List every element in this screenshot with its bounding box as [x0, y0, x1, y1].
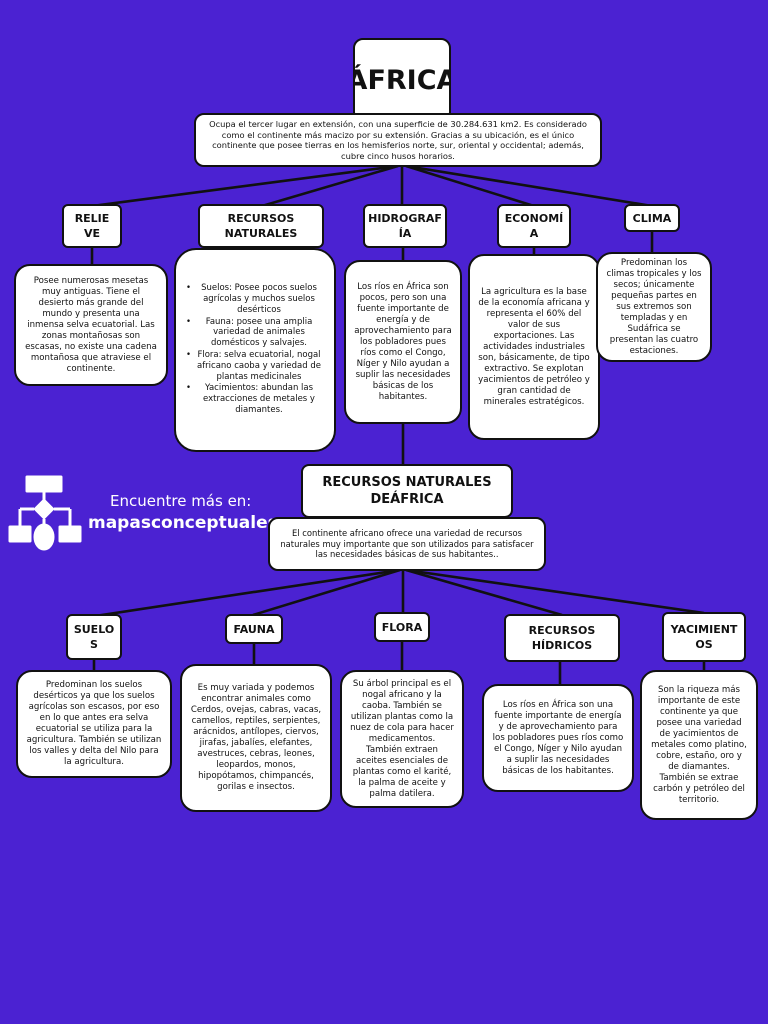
brand-link[interactable]: mapasconceptuales.xyz	[88, 513, 317, 533]
text-recursos-hidricos: Los ríos en África son una fuente import…	[482, 684, 634, 792]
text-relieve: Posee numerosas mesetas muy antiguas. Ti…	[14, 264, 168, 386]
recurso-suelos: Suelos: Posee pocos suelos agrícolas y m…	[186, 283, 324, 315]
recurso-fauna: Fauna: posee una amplia variedad de anim…	[186, 317, 324, 349]
header-flora: FLORA	[374, 612, 430, 642]
second-intro-text: El continente africano ofrece una varied…	[268, 517, 546, 571]
title-line-1: ÁFRIC	[353, 64, 437, 96]
header-clima: CLIMA	[624, 204, 680, 232]
subtitle-recursos-africa: RECURSOS NATURALES DEÁFRICA	[301, 464, 513, 518]
intro-text: Ocupa el tercer lugar en extensión, con …	[194, 113, 602, 167]
recurso-flora: Flora: selva ecuatorial, nogal africano …	[186, 350, 324, 382]
text-suelos: Predominan los suelos desérticos ya que …	[16, 670, 172, 778]
title-africa: ÁFRICA	[353, 38, 451, 122]
brand-line-1: Encuentre más en:	[110, 492, 252, 510]
text-fauna: Es muy variada y podemos encontrar anima…	[180, 664, 332, 812]
text-recursos-naturales: Suelos: Posee pocos suelos agrícolas y m…	[174, 248, 336, 452]
text-hidrografia: Los ríos en África son pocos, pero son u…	[344, 260, 462, 424]
header-fauna: FAUNA	[225, 614, 283, 644]
text-clima: Predominan los climas tropicales y los s…	[596, 252, 712, 362]
title-line-2: A	[437, 65, 449, 96]
text-flora: Su árbol principal es el nogal africano …	[340, 670, 464, 808]
flowchart-logo-icon	[8, 475, 82, 551]
text-economia: La agricultura es la base de la economía…	[468, 254, 600, 440]
text-yacimientos: Son la riqueza más importante de este co…	[640, 670, 758, 820]
recursos-list: Suelos: Posee pocos suelos agrícolas y m…	[184, 283, 326, 417]
recurso-yacimientos: Yacimientos: abundan las extracciones de…	[186, 383, 324, 415]
